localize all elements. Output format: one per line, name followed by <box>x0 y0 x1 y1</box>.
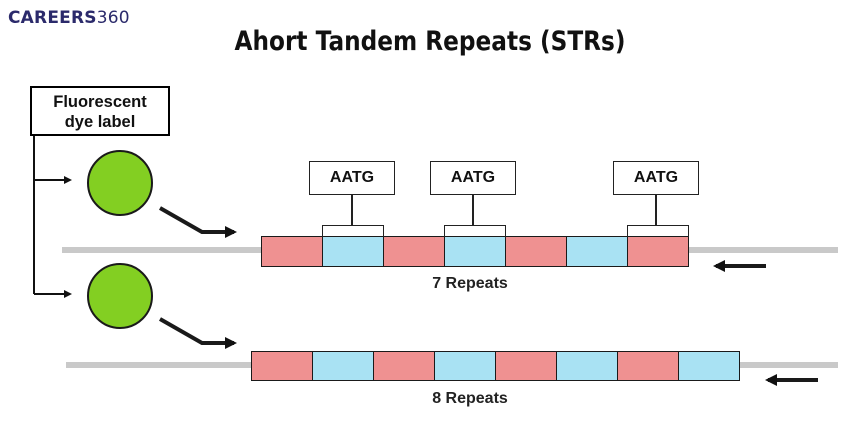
top-repeat-segment <box>444 236 506 267</box>
fluorescent-dye-circle-top <box>87 150 153 216</box>
motif-bracket <box>444 225 506 237</box>
logo-number: 360 <box>96 8 130 28</box>
top-bent-arrow <box>159 206 237 238</box>
careers360-logo: CAREERS360 <box>8 6 130 30</box>
bottom-repeat-segment <box>617 351 679 381</box>
top-repeat-caption: 7 Repeats <box>432 275 508 292</box>
motif-label-aatg-2: AATG <box>430 161 516 195</box>
bottom-bent-arrow <box>159 317 237 349</box>
motif-bracket <box>627 225 689 237</box>
dye-label-line2: dye label <box>64 113 136 131</box>
bottom-repeat-segment <box>495 351 557 381</box>
top-repeat-segment <box>322 236 384 267</box>
top-repeat-segment <box>505 236 567 267</box>
motif-label-aatg-3: AATG <box>613 161 699 195</box>
logo-word: CAREERS <box>8 8 97 28</box>
fluorescent-dye-circle-bottom <box>87 263 153 329</box>
dye-bracket-connector <box>33 136 72 298</box>
motif-connector <box>655 194 657 225</box>
bottom-repeat-caption: 8 Repeats <box>432 390 508 407</box>
dye-label-box: Fluorescent dye label <box>30 86 170 136</box>
motif-connector <box>472 194 474 225</box>
top-repeat-segment <box>566 236 628 267</box>
motif-connector <box>351 194 353 225</box>
top-repeat-segment <box>383 236 445 267</box>
bottom-repeat-segment <box>678 351 740 381</box>
bottom-repeat-segment <box>556 351 618 381</box>
bottom-repeat-segment <box>312 351 374 381</box>
page-title: Ahort Tandem Repeats (STRs) <box>234 26 626 57</box>
dye-label-line1: Fluorescent <box>53 93 147 111</box>
top-repeat-segment <box>627 236 689 267</box>
motif-label-aatg-1: AATG <box>309 161 395 195</box>
bottom-repeat-segment <box>251 351 313 381</box>
motif-bracket <box>322 225 384 237</box>
